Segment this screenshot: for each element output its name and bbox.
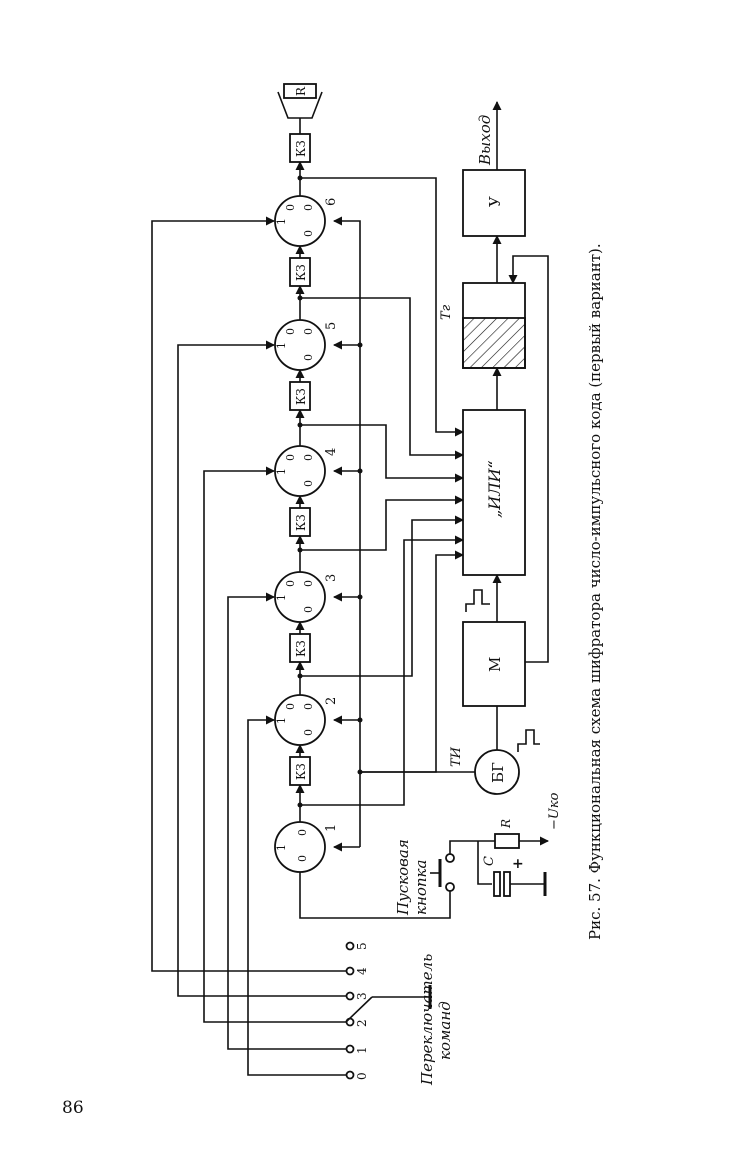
svg-text:0: 0 — [302, 454, 315, 461]
svg-text:1: 1 — [275, 218, 288, 225]
svg-text:0: 0 — [284, 328, 297, 335]
stage-1: 1 0 0 1 — [274, 821, 339, 873]
figure-caption: Рис. 57. Функциональная схема шифратора … — [586, 243, 604, 940]
svg-text:КЗ: КЗ — [294, 640, 308, 657]
svg-text:2: 2 — [355, 1019, 369, 1027]
svg-text:У: У — [486, 196, 504, 207]
svg-text:5: 5 — [355, 942, 369, 950]
stage-number: 4 — [324, 448, 339, 456]
svg-text:1: 1 — [275, 844, 288, 851]
stage-number: 1 — [324, 824, 339, 832]
start-button-label: Пусковая кнопка — [394, 839, 430, 916]
load-resistor: R — [277, 83, 323, 119]
pulse-waveform — [517, 729, 540, 752]
or-input-wires — [297, 175, 464, 808]
svg-text:0: 0 — [302, 606, 315, 613]
charge-resistor: R −Uко — [449, 792, 562, 854]
kz-box: КЗ — [289, 507, 311, 537]
svg-text:1: 1 — [275, 594, 288, 601]
svg-text:0: 0 — [302, 580, 315, 587]
svg-text:КЗ: КЗ — [294, 388, 308, 405]
stage-4: 1 0 0 0 4 — [274, 445, 339, 497]
svg-text:команд: команд — [436, 1001, 454, 1060]
stage-number: 3 — [324, 574, 339, 582]
svg-text:1: 1 — [275, 468, 288, 475]
stage-number: 6 — [324, 198, 339, 206]
stage-number: 5 — [324, 322, 339, 330]
svg-text:0: 0 — [302, 328, 315, 335]
svg-text:М: М — [486, 657, 504, 672]
reset-wire — [508, 255, 549, 663]
svg-text:1: 1 — [275, 717, 288, 724]
svg-text:R: R — [499, 819, 513, 829]
capacitor: C + — [477, 841, 547, 897]
stage-number: 2 — [324, 697, 339, 705]
trigger-tg: Тг — [439, 282, 526, 369]
svg-text:КЗ: КЗ — [294, 264, 308, 281]
svg-text:0: 0 — [284, 580, 297, 587]
stage-6: 1 0 0 0 6 — [274, 195, 339, 247]
stage-5: 1 0 0 0 5 — [274, 319, 339, 371]
kz-box: КЗ — [289, 257, 311, 287]
svg-text:0: 0 — [302, 729, 315, 736]
command-switch-label: Переключатель команд — [418, 954, 454, 1086]
svg-text:0: 0 — [302, 230, 315, 237]
start-button — [299, 853, 455, 919]
svg-text:R: R — [294, 86, 308, 96]
svg-text:кнопка: кнопка — [412, 860, 430, 915]
amplifier-u: У — [462, 169, 526, 237]
svg-text:Пусковая: Пусковая — [394, 839, 412, 916]
pulse-waveform — [465, 589, 490, 612]
svg-text:Переключатель: Переключатель — [418, 954, 436, 1086]
stage-2: 1 0 0 0 2 — [274, 694, 339, 746]
svg-text:0: 0 — [284, 703, 297, 710]
svg-text:ТИ: ТИ — [449, 746, 464, 767]
svg-text:Тг: Тг — [439, 304, 454, 320]
kz-box: КЗ — [289, 133, 311, 163]
svg-text:1: 1 — [355, 1046, 369, 1054]
svg-text:КЗ: КЗ — [294, 140, 308, 157]
svg-text:КЗ: КЗ — [294, 763, 308, 780]
svg-text:0: 0 — [302, 480, 315, 487]
svg-text:+: + — [512, 856, 524, 872]
kz-box: КЗ — [289, 756, 311, 786]
svg-text:0: 0 — [302, 703, 315, 710]
svg-text:1: 1 — [275, 342, 288, 349]
svg-text:0: 0 — [296, 829, 309, 836]
svg-text:0: 0 — [284, 454, 297, 461]
svg-text:КЗ: КЗ — [294, 514, 308, 531]
kz-box: КЗ — [289, 633, 311, 663]
output-label: Выход — [476, 115, 494, 166]
modulator-m: М — [462, 621, 526, 707]
svg-text:−Uко: −Uко — [547, 792, 562, 830]
svg-text:0: 0 — [284, 204, 297, 211]
svg-text:0: 0 — [302, 354, 315, 361]
switch-wiring — [151, 216, 346, 1076]
svg-text:БГ: БГ — [489, 762, 507, 783]
svg-text:0: 0 — [296, 855, 309, 862]
svg-text:4: 4 — [355, 967, 369, 975]
page-number: 86 — [62, 1098, 84, 1118]
kz-box: КЗ — [289, 381, 311, 411]
svg-text:„ИЛИ“: „ИЛИ“ — [485, 460, 504, 518]
generator-bg: БГ ТИ — [449, 746, 520, 795]
svg-text:0: 0 — [355, 1072, 369, 1080]
svg-text:C: C — [482, 856, 497, 866]
svg-text:0: 0 — [302, 204, 315, 211]
or-block: „ИЛИ“ — [462, 409, 526, 576]
svg-text:3: 3 — [355, 992, 369, 1000]
switch-contacts: 0 1 2 3 4 5 — [345, 941, 432, 1080]
stage-3: 1 0 0 0 3 — [274, 571, 339, 623]
